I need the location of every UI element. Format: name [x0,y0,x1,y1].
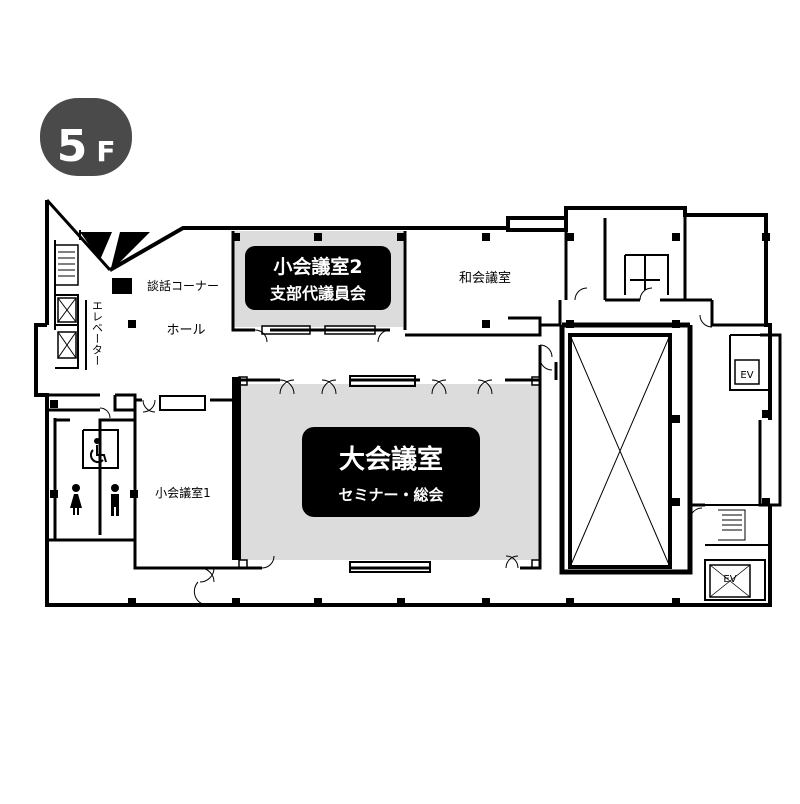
small-room-1-label: 小会議室1 [155,485,211,500]
door-swings [99,287,713,606]
male-restroom-icon [111,484,119,516]
small-room-2-label[interactable]: 小会議室2 支部代議員会 [245,246,391,310]
japanese-room-label: 和会議室 [459,270,511,286]
accessible-restroom-icon [89,438,107,464]
large-room-label[interactable]: 大会議室 セミナー・総会 [302,427,480,517]
small-room-2-usage: 支部代議員会 [269,284,366,303]
walls [34,198,782,607]
floor-letter: F [96,135,115,168]
small-room-2-name: 小会議室2 [273,255,362,278]
floor-number: 5 [57,121,88,172]
female-restroom-icon [70,484,82,515]
large-room-name: 大会議室 [339,444,443,475]
elevator-label: エレベーター [91,300,104,366]
large-room-label-bg [302,427,480,517]
floor-badge: 5 F [40,98,132,176]
hall-label: ホール [166,323,205,338]
ev-lower-label: EV [723,574,736,585]
ev-upper-label: EV [740,370,753,381]
talk-corner-label: 談話コーナー [147,278,219,293]
large-room-usage: セミナー・総会 [338,486,443,504]
floor-badge-shape [40,98,132,176]
wall-fills [50,232,770,606]
small-room-2-label-bg [245,246,391,310]
